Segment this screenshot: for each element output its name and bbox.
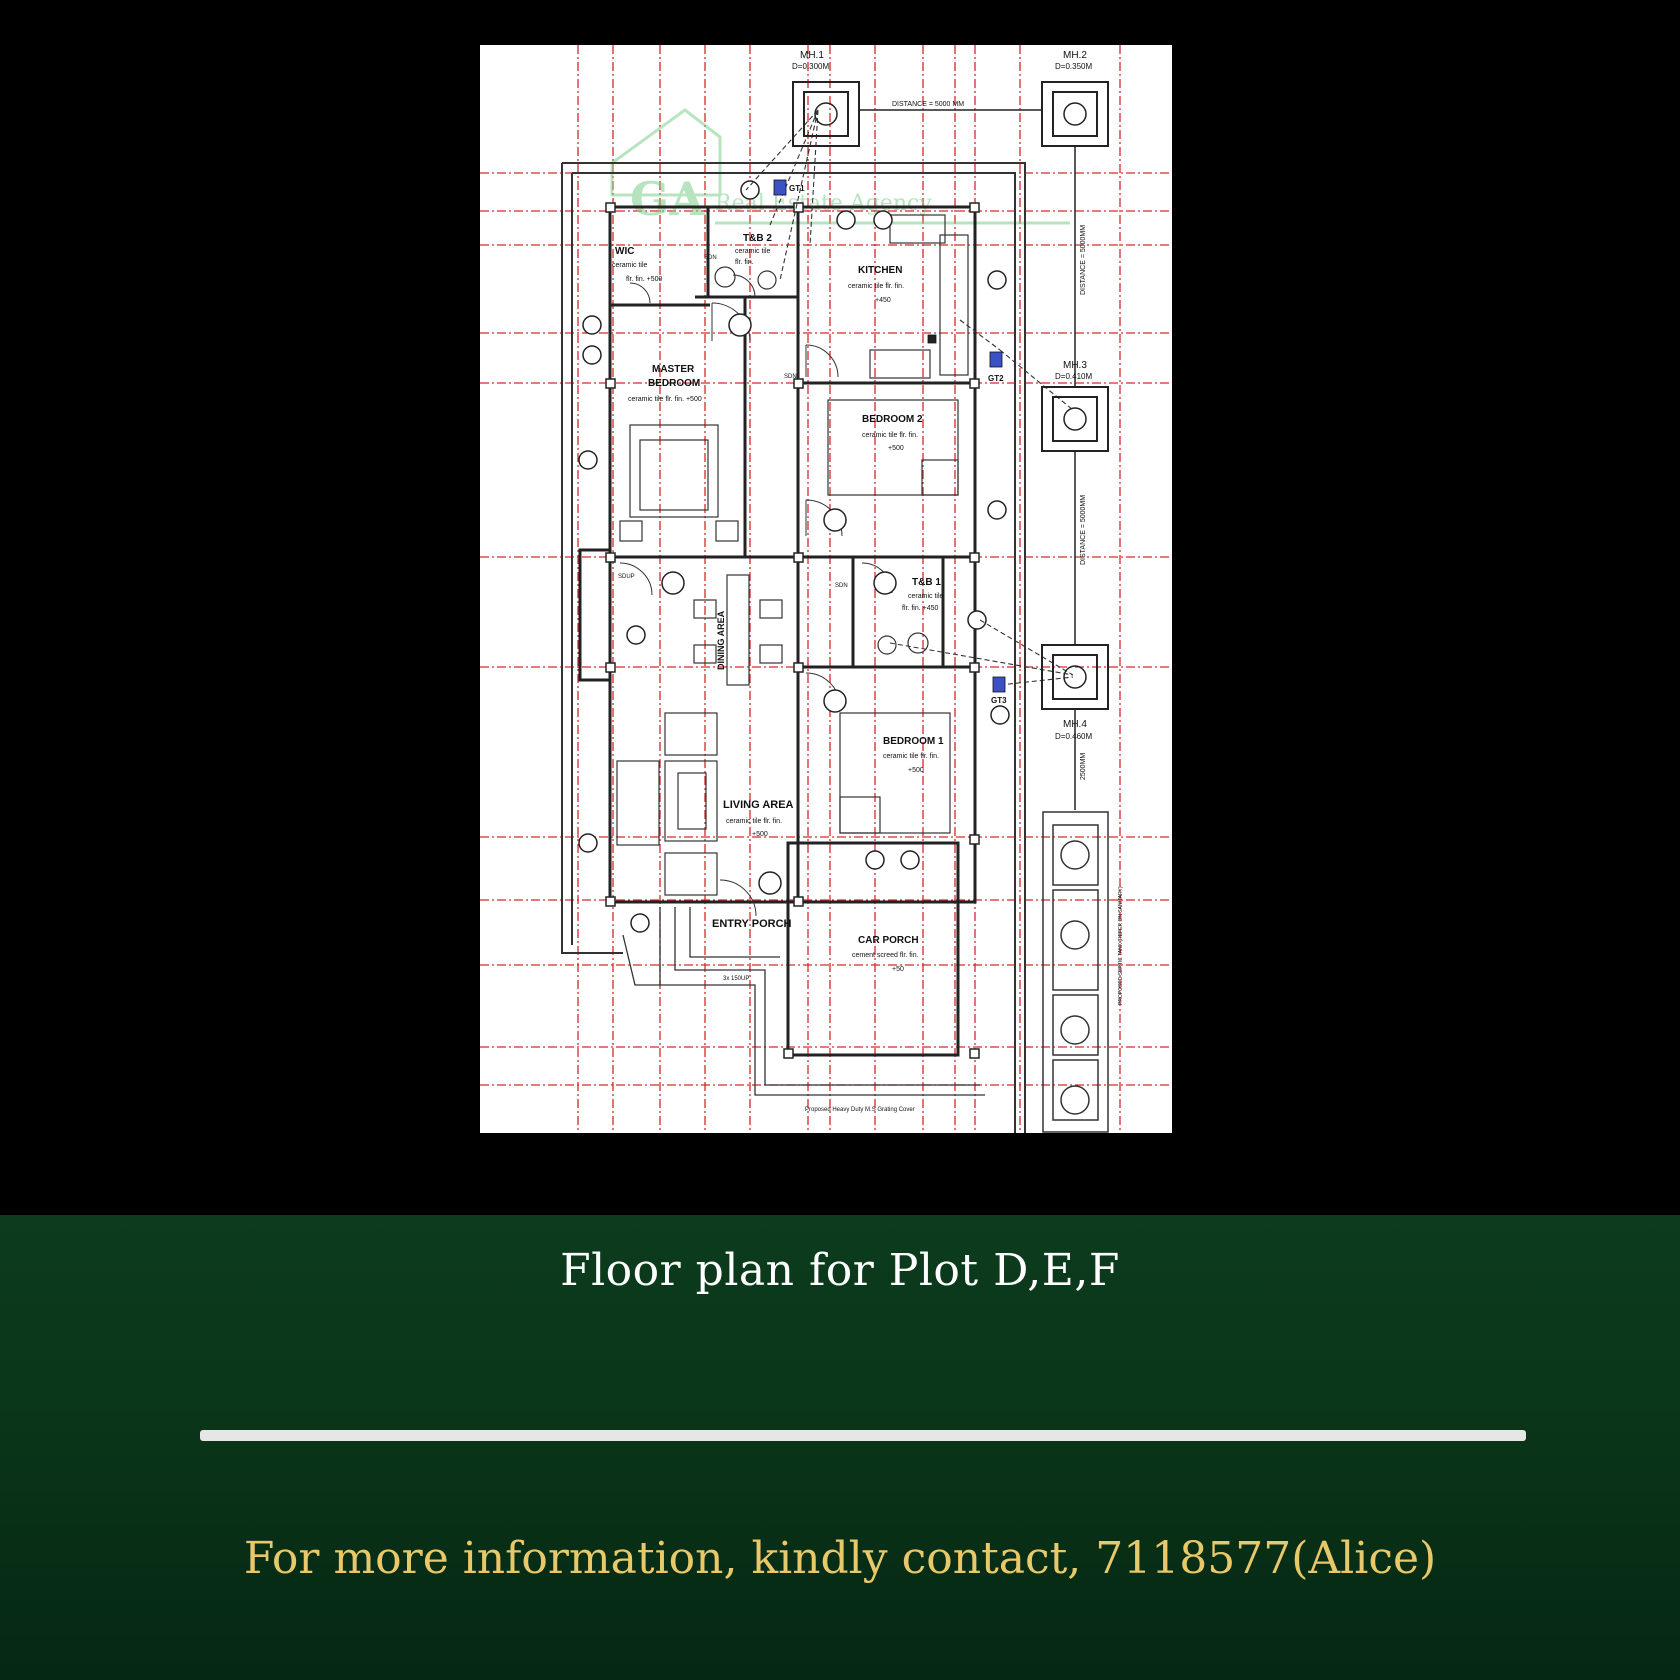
image-frame: GA Real Estate Agency: [480, 45, 1172, 1133]
tag-sdn-1: SDN: [704, 255, 717, 261]
furniture: [616, 214, 969, 896]
manhole-3-depth: D=0.410M: [1055, 372, 1092, 381]
watermark-logo: GA Real Estate Agency: [610, 108, 1070, 226]
room-wic-label: WIC: [615, 246, 634, 257]
distance-right-1-label: DISTANCE = 5000MM: [1080, 225, 1087, 295]
room-tb2-label: T&B 2: [743, 233, 772, 244]
room-living-label: LIVING AREA: [723, 799, 794, 811]
room-wic-finish2: flr. fin. +500: [626, 276, 662, 283]
manhole-1-label: MH.1: [800, 50, 824, 61]
tag-steps: 3x 150UP: [723, 976, 749, 982]
tag-gt1: GT1: [789, 184, 805, 193]
room-bedroom2-label: BEDROOM 2: [862, 414, 923, 425]
manhole-3-label: MH.3: [1063, 360, 1087, 371]
floor-plan-drawing: GA Real Estate Agency: [480, 45, 1172, 1133]
caption-panel: Floor plan for Plot D,E,F For more infor…: [0, 1215, 1680, 1680]
floor-plan-sheet: GA Real Estate Agency: [480, 45, 1172, 1133]
section-markers: [578, 180, 1010, 933]
room-living-finish2: +500: [752, 831, 768, 838]
room-entry-label: ENTRY PORCH: [712, 918, 792, 930]
distance-top-label: DISTANCE = 5000 MM: [892, 101, 964, 108]
svg-text:GA: GA: [630, 172, 706, 226]
room-bedroom2-finish: ceramic tile flr. fin.: [862, 432, 918, 439]
room-dining-label: DINING AREA: [716, 610, 726, 670]
manhole-4-depth: D=0.460M: [1055, 732, 1092, 741]
sewer-line: [859, 109, 1076, 810]
room-master-finish: ceramic tile flr. fin. +500: [628, 396, 702, 403]
room-car-finish2: +50: [892, 966, 904, 973]
room-tb1-finish2: flr. fin. +450: [902, 605, 938, 612]
room-master-label: MASTER: [652, 364, 695, 375]
divider-line: [200, 1430, 1526, 1441]
manhole-4-label: MH.4: [1063, 719, 1087, 730]
manhole-2-label: MH.2: [1063, 50, 1087, 61]
room-car-label: CAR PORCH: [858, 935, 919, 946]
manhole-1-depth: D=0.300M: [792, 62, 829, 71]
room-living-finish: ceramic tile flr. fin.: [726, 818, 782, 825]
room-wic-finish: ceramic tile: [612, 262, 648, 269]
room-master-label2: BEDROOM: [648, 378, 700, 389]
room-bedroom1-finish2: +500: [908, 767, 924, 774]
grating-label: Proposed Heavy Duty M.S Grating Cover: [805, 1107, 915, 1113]
room-tb1-label: T&B 1: [912, 577, 941, 588]
distance-right-2-label: DISTANCE = 5000MM: [1080, 495, 1087, 565]
steps-grating: [622, 907, 985, 1096]
columns: [605, 202, 980, 1059]
caption-title: Floor plan for Plot D,E,F: [560, 1245, 1120, 1296]
room-tb2-finish: ceramic tile: [735, 248, 771, 255]
plot-boundary: [561, 162, 1026, 1133]
tag-sdup: SDUP: [618, 574, 635, 580]
room-tb2-finish2: flr. fin.: [735, 259, 754, 266]
room-kitchen-label: KITCHEN: [858, 265, 902, 276]
contact-text: For more information, kindly contact, 71…: [243, 1533, 1437, 1584]
tag-sdn-3: SDN: [835, 583, 848, 589]
room-bedroom1-finish: ceramic tile flr. fin.: [883, 753, 939, 760]
room-kitchen-finish2: +450: [875, 297, 891, 304]
tag-gt2: GT2: [988, 374, 1004, 383]
room-kitchen-finish: ceramic tile flr. fin.: [848, 283, 904, 290]
septic-tank: [1042, 811, 1109, 1133]
room-bedroom2-finish2: +500: [888, 445, 904, 452]
room-bedroom1-label: BEDROOM 1: [883, 736, 944, 747]
gutter-tags: [773, 179, 1006, 693]
manhole-2-depth: D=0.350M: [1055, 62, 1092, 71]
tag-sdn-2: SDN: [784, 374, 797, 380]
room-tb1-finish: ceramic tile: [908, 593, 944, 600]
distance-right-3-label: 2500MM: [1080, 753, 1087, 780]
septic-tank-label: PROPOSED SEPTIC TANK (REFER ON SANITARY): [1118, 886, 1124, 1005]
manholes: [792, 81, 1109, 710]
tag-gt3: GT3: [991, 696, 1007, 705]
room-car-finish: cement screed flr. fin.: [852, 952, 919, 959]
